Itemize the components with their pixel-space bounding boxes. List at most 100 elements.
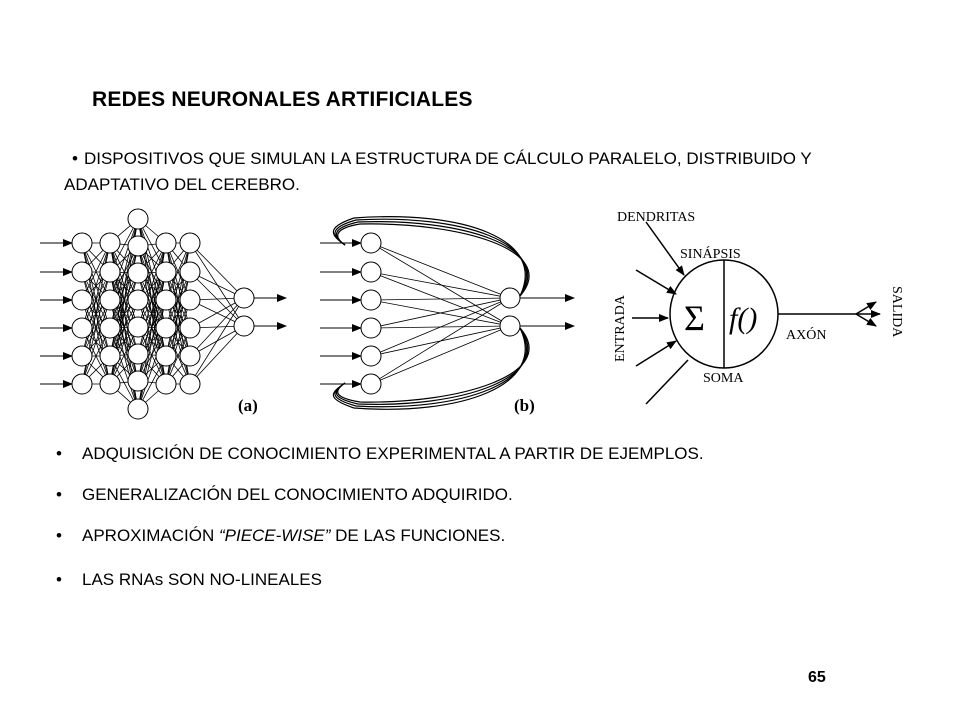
bullet-item-1: •ADQUISICIÓN DE CONOCIMIENTO EXPERIMENTA… — [56, 444, 704, 464]
connection — [370, 297, 511, 385]
neuron-node — [499, 315, 521, 337]
neuron-node — [71, 373, 93, 395]
neuron-node — [155, 345, 177, 367]
neuron-node — [127, 208, 149, 230]
figure-label-a: (a) — [238, 396, 258, 415]
slide-title: REDES NEURONALES ARTIFICIALES — [92, 88, 473, 111]
bullet-dot: • — [56, 485, 62, 504]
neuron-node — [71, 289, 93, 311]
feedback-path-bottom — [334, 327, 527, 408]
connection — [109, 299, 139, 385]
network-b-recurrent — [320, 216, 575, 410]
feedback-path-top — [334, 218, 527, 297]
connection — [137, 299, 167, 410]
feedback-path-bottom — [337, 327, 530, 403]
bullet-text-pre: APROXIMACIÓN — [82, 526, 219, 545]
axon-branch-1 — [855, 301, 877, 315]
connection — [370, 242, 511, 327]
label-axon: AXÓN — [786, 326, 826, 343]
connection — [81, 299, 111, 385]
dendritas-pointer — [645, 221, 685, 276]
neuron-node — [99, 261, 121, 283]
neuron-node — [155, 373, 177, 395]
neuron-node — [179, 232, 201, 254]
neuron-node — [179, 317, 201, 339]
connection — [81, 242, 111, 301]
input-arrow-3 — [635, 340, 677, 367]
neuron-node — [360, 232, 382, 254]
label-entrada: ENTRADA — [613, 294, 628, 362]
connection — [165, 242, 191, 329]
input-arrow-1 — [635, 269, 677, 295]
neuron-node — [99, 289, 121, 311]
label-dendritas: DENDRITAS — [617, 210, 695, 225]
label-sinapsis: SINÁPSIS — [680, 245, 741, 262]
feedback-path-top — [337, 223, 530, 297]
neuron-node — [179, 289, 201, 311]
connection — [370, 297, 511, 301]
neuron-node — [127, 316, 149, 338]
intro-paragraph: •DISPOSITIVOS QUE SIMULAN LA ESTRUCTURA … — [64, 146, 864, 198]
axon-branch-3 — [855, 313, 877, 327]
page-number: 65 — [808, 669, 826, 686]
feedback-path-bottom — [332, 327, 526, 410]
connection — [189, 242, 245, 327]
bullet-item-2: • GENERALIZACIÓN DEL CONOCIMIENTO ADQUIRI… — [56, 485, 513, 505]
feedback-path-top — [335, 221, 529, 297]
feedback-path-bottom — [335, 327, 529, 405]
label-soma: SOMA — [703, 371, 744, 386]
neuron-node — [179, 261, 201, 283]
neuron-node — [99, 232, 121, 254]
connection — [109, 326, 139, 385]
bullet-item-3: • APROXIMACIÓN “PIECE-WISE” DE LAS FUNCIO… — [56, 526, 505, 546]
neuron-node — [99, 345, 121, 367]
connection — [189, 297, 245, 357]
connection — [165, 299, 191, 385]
neuron-node — [155, 232, 177, 254]
label-salida: SALIDA — [889, 286, 904, 338]
neuron-diagram — [632, 221, 881, 405]
neuron-node — [155, 261, 177, 283]
neuron-node — [360, 373, 382, 395]
neuron-node — [179, 373, 201, 395]
neuron-node — [360, 317, 382, 339]
neuron-node — [127, 262, 149, 284]
connection — [189, 242, 245, 299]
bullet-text: GENERALIZACIÓN DEL CONOCIMIENTO ADQUIRID… — [82, 485, 513, 504]
neuron-node — [99, 317, 121, 339]
neuron-node — [127, 370, 149, 392]
bullet-dot: • — [56, 444, 62, 463]
neuron-node — [155, 317, 177, 339]
bullet-dot: • — [56, 526, 62, 545]
symbol-sigma: Σ — [684, 298, 705, 338]
feedback-path-top — [332, 216, 526, 297]
neuron-node — [360, 289, 382, 311]
network-a-multilayer — [40, 208, 287, 420]
bullet-item-4: • LAS RNAs SON NO-LINEALES — [56, 570, 322, 590]
neuron-node — [71, 232, 93, 254]
intro-text: DISPOSITIVOS QUE SIMULAN LA ESTRUCTURA D… — [64, 149, 812, 194]
bullet-text-emphasis: “PIECE-WISE” — [218, 526, 331, 545]
neuron-node — [360, 345, 382, 367]
bullet-dot: • — [56, 570, 62, 589]
neuron-node — [233, 287, 255, 309]
connection — [189, 297, 245, 385]
figure-label-b: (b) — [514, 396, 535, 415]
connection — [189, 325, 245, 385]
neuron-node — [233, 315, 255, 337]
bullet-text: LAS RNAs SON NO-LINEALES — [82, 570, 322, 589]
connection — [370, 242, 511, 299]
neuron-node — [127, 289, 149, 311]
connection — [137, 242, 167, 301]
connections — [370, 242, 511, 385]
bullet-text-post: DE LAS FUNCIONES. — [330, 526, 506, 545]
connection — [370, 297, 511, 357]
symbol-function: f() — [729, 302, 757, 335]
connection — [370, 271, 511, 299]
neuron-node — [179, 345, 201, 367]
neuron-node — [71, 345, 93, 367]
neuron-node — [499, 287, 521, 309]
connection — [370, 297, 511, 329]
neuron-node — [99, 373, 121, 395]
neuron-node — [360, 261, 382, 283]
